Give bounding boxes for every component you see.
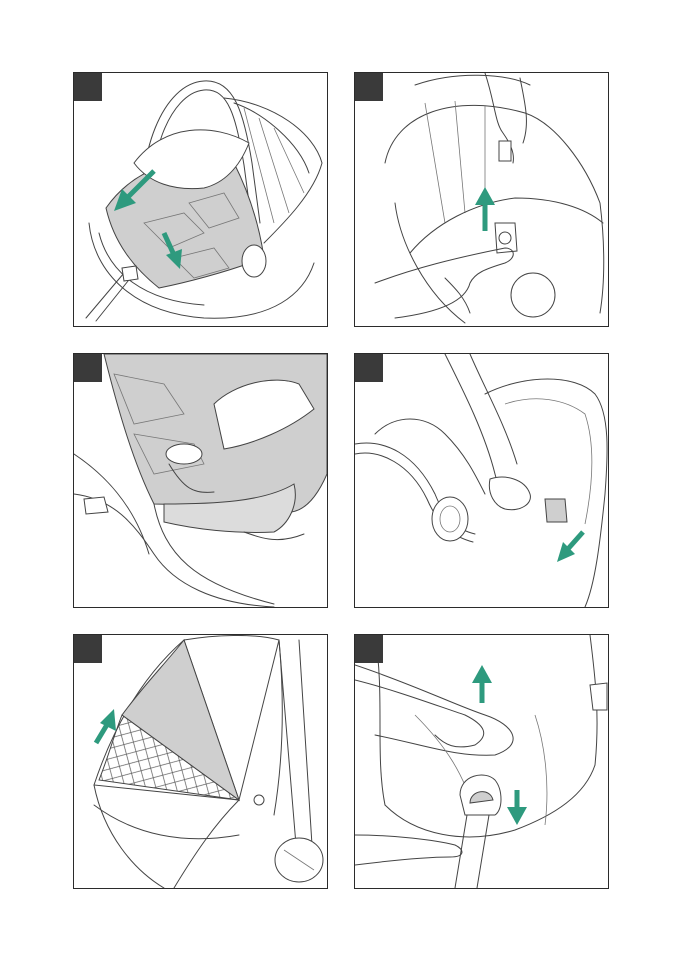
step-badge (74, 73, 102, 101)
arrow-icon (507, 790, 527, 825)
step-badge (355, 635, 383, 663)
illustration-panel-4 (354, 353, 609, 608)
car-seat-cover-illustration (74, 73, 327, 326)
step-badge (355, 354, 383, 382)
canopy-mesh-illustration (74, 635, 327, 888)
arrow-icon (472, 665, 492, 703)
buckle-release-illustration (355, 73, 608, 326)
arrow-icon (557, 532, 583, 562)
illustration-panel-3 (73, 353, 328, 608)
illustration-panel-2 (354, 72, 609, 327)
side-release-illustration (355, 354, 608, 607)
illustration-panel-1 (73, 72, 328, 327)
arrow-icon (475, 187, 495, 231)
illustration-panel-6 (354, 634, 609, 889)
step-badge (74, 354, 102, 382)
step-badge (355, 73, 383, 101)
illustration-panel-5 (73, 634, 328, 889)
seat-cover-closeup-illustration (74, 354, 327, 607)
step-badge (74, 635, 102, 663)
belt-guide-illustration (355, 635, 608, 888)
